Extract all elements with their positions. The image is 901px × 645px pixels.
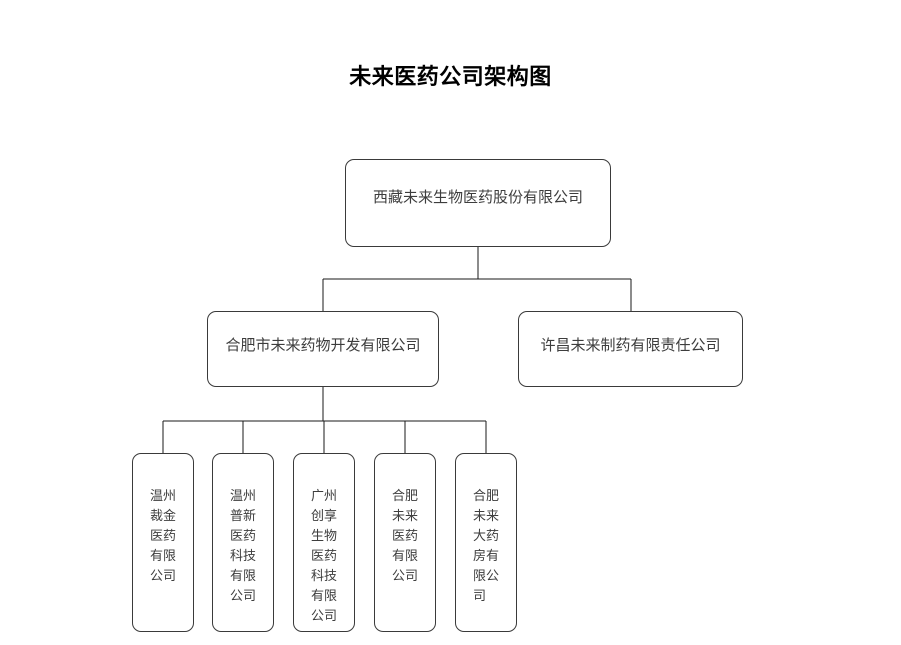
- org-node-char: 科: [229, 548, 243, 563]
- org-node-char: 合: [391, 488, 405, 503]
- org-node-char: 司: [405, 568, 419, 583]
- org-node-char: 医: [229, 528, 243, 543]
- org-node-char: 药: [486, 528, 500, 543]
- org-node-char: 生: [310, 528, 324, 543]
- org-node-level2-4-col-left: 肥来药有公: [486, 486, 499, 586]
- org-node-level2-3-label: 肥来药限司 合未医有公: [375, 486, 435, 586]
- org-node-level2-3-col-left: 肥来药限司: [405, 486, 418, 586]
- org-node-char: 公: [149, 568, 163, 583]
- org-node-char: 药: [324, 548, 338, 563]
- org-node-char: 来: [486, 508, 500, 523]
- org-node-char: 司: [243, 588, 257, 603]
- org-node-level2-1[interactable]: 州新药技限司 温普医科有公: [212, 453, 274, 632]
- org-node-char: 司: [472, 588, 486, 603]
- org-node-root[interactable]: 西藏未来生物医药股份有限公司: [345, 159, 611, 247]
- org-node-char: 有: [149, 548, 163, 563]
- org-node-level2-4-col-right: 合未大房限司: [473, 486, 486, 606]
- org-node-char: 医: [310, 548, 324, 563]
- org-node-char: 有: [486, 548, 500, 563]
- org-node-level2-1-col-left: 州新药技限司: [243, 486, 256, 606]
- org-node-char: 技: [243, 548, 257, 563]
- org-node-char: 普: [229, 508, 243, 523]
- org-node-char: 肥: [486, 488, 500, 503]
- org-node-char: 新: [243, 508, 257, 523]
- org-node-char: 公: [486, 568, 500, 583]
- org-node-char: 广: [310, 488, 324, 503]
- org-node-char: 司: [324, 608, 338, 623]
- org-node-level2-3-col-right: 合未医有公: [392, 486, 405, 586]
- org-node-level2-3[interactable]: 肥来药限司 合未医有公: [374, 453, 436, 632]
- org-node-char: 裁: [149, 508, 163, 523]
- org-node-char: 司: [163, 568, 177, 583]
- page-title: 未来医药公司架构图: [349, 64, 552, 89]
- org-node-level2-4-label: 肥来药有公 合未大房限司: [456, 486, 516, 606]
- org-node-char: 享: [324, 508, 338, 523]
- org-node-char: 房: [472, 548, 486, 563]
- org-node-char: 限: [163, 548, 177, 563]
- org-node-char: 未: [472, 508, 486, 523]
- org-node-char: 药: [405, 528, 419, 543]
- org-node-level2-0[interactable]: 州金药限司 温裁医有公: [132, 453, 194, 632]
- org-node-char: 药: [243, 528, 257, 543]
- org-node-char: 州: [243, 488, 257, 503]
- org-node-char: 州: [324, 488, 338, 503]
- org-node-level2-1-col-right: 温普医科有公: [230, 486, 243, 606]
- org-node-level2-0-col-left: 州金药限司: [163, 486, 176, 586]
- org-node-char: 创: [310, 508, 324, 523]
- org-node-level2-2-label: 州享物药技限司 广创生医科有公: [294, 486, 354, 626]
- org-node-char: 物: [324, 528, 338, 543]
- org-node-char: 金: [163, 508, 177, 523]
- org-node-char: 限: [243, 568, 257, 583]
- org-node-level2-2-col-left: 州享物药技限司: [324, 486, 337, 626]
- org-node-level1-1-label: 许昌未来制药有限责任公司: [540, 338, 721, 354]
- org-node-char: 限: [472, 568, 486, 583]
- org-node-char: 温: [149, 488, 163, 503]
- org-node-level1-0[interactable]: 合肥市未来药物开发有限公司: [207, 311, 439, 387]
- org-node-level2-2[interactable]: 州享物药技限司 广创生医科有公: [293, 453, 355, 632]
- org-node-char: 来: [405, 508, 419, 523]
- org-node-char: 医: [391, 528, 405, 543]
- org-node-char: 大: [472, 528, 486, 543]
- org-node-root-label: 西藏未来生物医药股份有限公司: [372, 190, 583, 206]
- org-node-level2-1-label: 州新药技限司 温普医科有公: [213, 486, 273, 606]
- org-node-level2-0-label: 州金药限司 温裁医有公: [133, 486, 193, 586]
- org-node-level2-2-col-right: 广创生医科有公: [311, 486, 324, 626]
- org-node-char: 公: [391, 568, 405, 583]
- org-node-char: 公: [310, 608, 324, 623]
- org-node-char: 未: [391, 508, 405, 523]
- org-node-char: 州: [163, 488, 177, 503]
- org-node-char: 限: [405, 548, 419, 563]
- org-node-char: 温: [229, 488, 243, 503]
- org-node-char: 医: [149, 528, 163, 543]
- org-node-char: 药: [163, 528, 177, 543]
- org-node-char: 肥: [405, 488, 419, 503]
- org-node-level1-0-label: 合肥市未来药物开发有限公司: [225, 338, 421, 354]
- org-node-char: 有: [391, 548, 405, 563]
- org-node-level2-4[interactable]: 肥来药有公 合未大房限司: [455, 453, 517, 632]
- org-node-char: 技: [324, 568, 338, 583]
- org-node-level1-1[interactable]: 许昌未来制药有限责任公司: [518, 311, 743, 387]
- org-node-char: 合: [472, 488, 486, 503]
- org-node-char: 有: [229, 568, 243, 583]
- org-node-level2-0-col-right: 温裁医有公: [150, 486, 163, 586]
- org-node-char: 公: [229, 588, 243, 603]
- org-node-char: 有: [310, 588, 324, 603]
- org-node-char: 限: [324, 588, 338, 603]
- org-node-char: 科: [310, 568, 324, 583]
